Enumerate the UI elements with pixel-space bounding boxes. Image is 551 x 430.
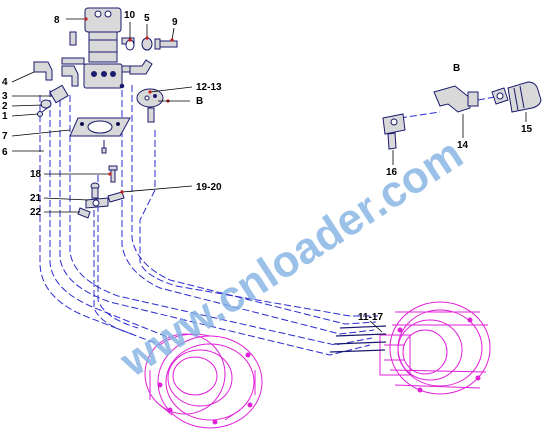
rotary-joint bbox=[33, 7, 153, 89]
red-leader-markers bbox=[84, 17, 174, 194]
callout-2: 2 bbox=[2, 101, 8, 112]
callout-21: 21 bbox=[30, 193, 42, 204]
callout-16: 16 bbox=[386, 167, 398, 178]
hose-line bbox=[131, 85, 377, 325]
detail-b-title: B bbox=[453, 63, 460, 74]
hose-line bbox=[39, 95, 161, 346]
callout-10: 10 bbox=[124, 10, 136, 21]
callout-6: 6 bbox=[2, 147, 8, 158]
hose-line bbox=[139, 130, 378, 317]
motor-hose-bundle bbox=[329, 325, 387, 353]
mounting-plate bbox=[69, 117, 131, 154]
callout-14: 14 bbox=[457, 140, 469, 151]
elbow-fitting-right bbox=[129, 59, 153, 75]
branch-fitting bbox=[107, 191, 125, 203]
callout-8: 8 bbox=[54, 15, 60, 26]
callout-12-13: 12-13 bbox=[196, 82, 222, 93]
leader-lines bbox=[11, 18, 527, 333]
hose-line bbox=[49, 90, 171, 339]
callout-5: 5 bbox=[144, 13, 150, 24]
nut bbox=[141, 37, 153, 51]
watermark-text: www.cnloader.com bbox=[111, 129, 471, 387]
rotary-joint-upper-cylinder bbox=[88, 31, 118, 63]
elbow-part-14 bbox=[433, 85, 471, 113]
fitting-part-2 bbox=[40, 99, 52, 109]
callout-11-17: 11-17 bbox=[358, 312, 383, 323]
callout-4: 4 bbox=[2, 77, 8, 88]
hose-end-part-15 bbox=[507, 81, 542, 113]
hose-line bbox=[69, 95, 373, 346]
callout-7: 7 bbox=[2, 131, 8, 142]
pressure-fitting bbox=[119, 83, 164, 123]
callout-22: 22 bbox=[30, 207, 42, 218]
hydraulic-hoses bbox=[39, 80, 496, 356]
hose-line bbox=[97, 175, 139, 329]
elbow-fitting-left-2 bbox=[61, 65, 79, 87]
travel-motor-left bbox=[144, 333, 263, 429]
hose-line bbox=[93, 200, 133, 335]
fitting-left-mid bbox=[61, 57, 85, 65]
valve-assembly bbox=[77, 165, 125, 219]
detail-b-connection bbox=[399, 96, 496, 119]
callout-19-20: 19-20 bbox=[196, 182, 222, 193]
elbow-fitting-left bbox=[33, 61, 53, 81]
hose-line bbox=[121, 80, 375, 335]
fitting-part-3 bbox=[49, 84, 69, 104]
callout-1: 1 bbox=[2, 111, 8, 122]
callout-labels: 8 10 5 9 4 3 2 1 7 6 12-13 B 18 19-20 21… bbox=[2, 10, 533, 323]
callout-9: 9 bbox=[172, 17, 178, 28]
callout-18: 18 bbox=[30, 169, 42, 180]
rotary-joint-top-body bbox=[84, 7, 122, 33]
detail-b bbox=[382, 81, 542, 150]
fitting-left-upper bbox=[69, 31, 77, 46]
small-fittings bbox=[37, 84, 69, 117]
callout-3: 3 bbox=[2, 91, 8, 102]
travel-motor-right bbox=[379, 301, 491, 395]
callout-15: 15 bbox=[521, 124, 533, 135]
callout-b-ref: B bbox=[196, 96, 203, 107]
hose-line bbox=[59, 100, 371, 356]
fitting-part-1 bbox=[37, 111, 43, 117]
